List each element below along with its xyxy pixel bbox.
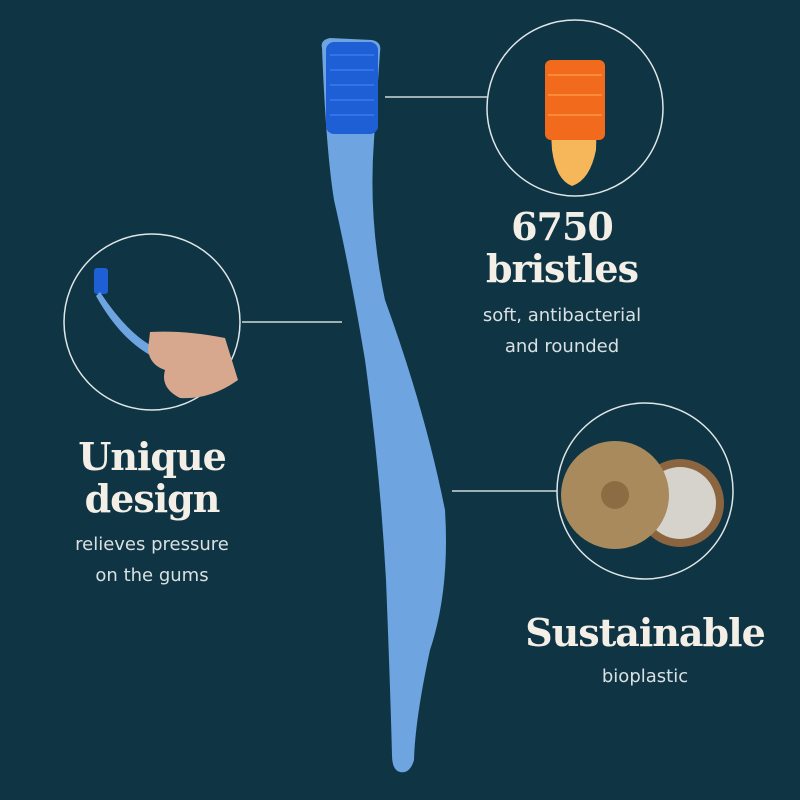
toothbrush-image (321, 38, 446, 773)
feature-title-sustainable: Sustainable (515, 612, 775, 654)
hand-holding-toothbrush-image (63, 233, 241, 411)
desc-line: relieves pressure (75, 534, 229, 555)
feature-title-design: Unique design (52, 436, 252, 520)
desc-line: bioplastic (601, 666, 689, 687)
toothbrush-handle (321, 38, 446, 773)
toothbrush-bristles (326, 42, 378, 134)
feature-title-bristles: 6750 bristles (462, 206, 662, 290)
wooden-case-image (556, 402, 734, 580)
desc-line: and rounded (504, 336, 620, 357)
title-line: Unique (78, 434, 227, 479)
desc-line: soft, antibacterial (482, 305, 642, 326)
feature-desc-design: relieves pressure on the gums (32, 529, 272, 591)
title-line: Sustainable (525, 610, 766, 655)
bristles-count: 6750 (511, 204, 614, 249)
feature-desc-sustainable: bioplastic (525, 661, 765, 692)
desc-line: on the gums (95, 565, 209, 586)
feature-desc-bristles: soft, antibacterial and rounded (442, 300, 682, 362)
bristles-closeup-image (486, 19, 664, 197)
bristles-label: bristles (486, 246, 639, 291)
title-line: design (84, 476, 221, 521)
